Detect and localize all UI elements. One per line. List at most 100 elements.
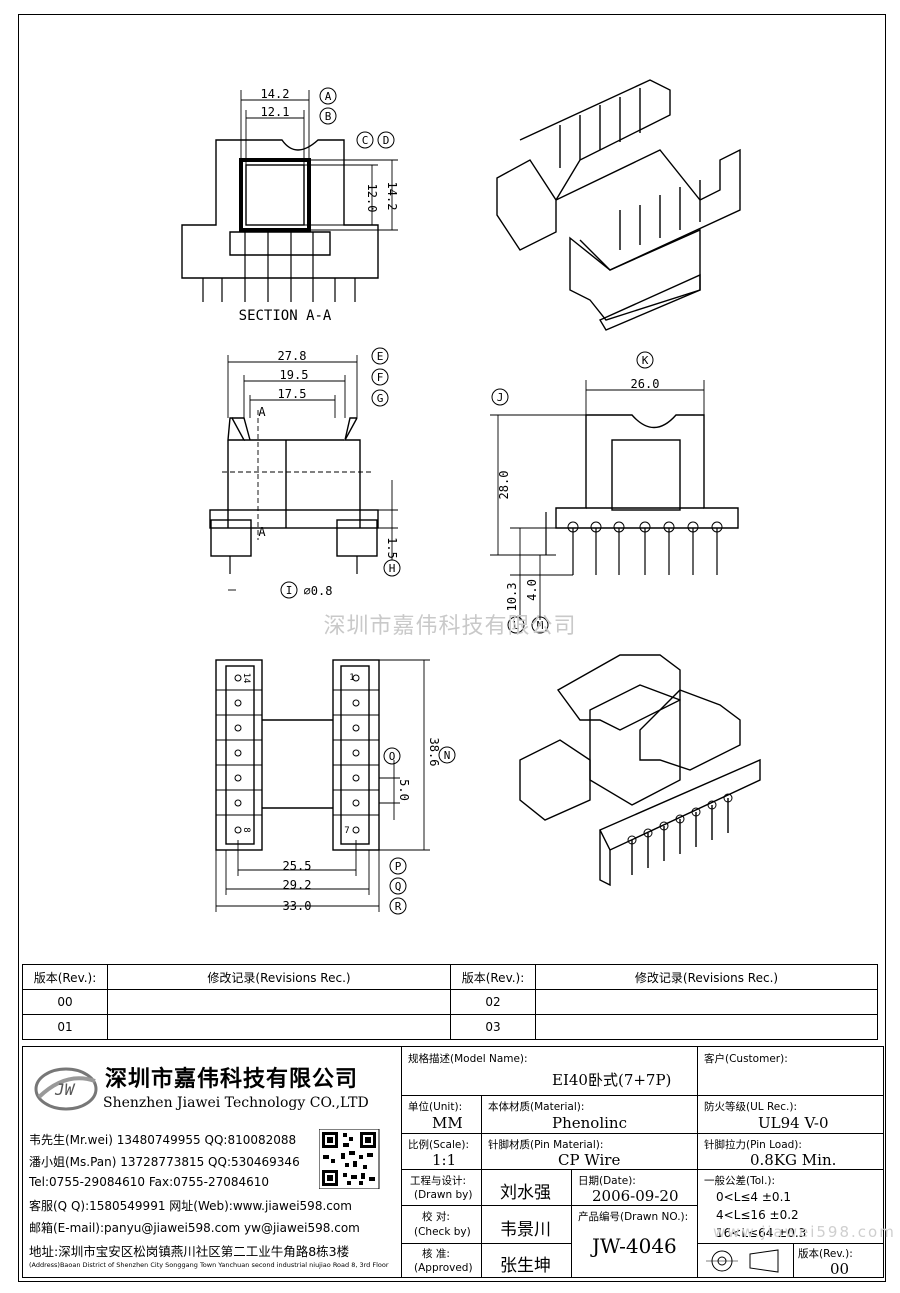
drawn-by-cell: 刘水强 — [481, 1169, 571, 1205]
drawn-no-label: 产品编号(Drawn NO.): — [578, 1211, 689, 1223]
date-value: 2006-09-20 — [592, 1187, 679, 1205]
approved-value: 张生坤 — [500, 1256, 551, 1276]
callout-g: G — [377, 392, 384, 405]
rec-cell — [107, 989, 451, 1015]
tolerance-row-2: 4<L≤16 ±0.2 — [716, 1208, 799, 1222]
tolerance-label: 一般公差(Tol.): — [704, 1175, 776, 1187]
bottom-view — [215, 659, 430, 912]
unit-label: 单位(Unit): — [408, 1101, 463, 1113]
contact-email: 邮箱(E-mail):panyu@jiawei598.com yw@jiawei… — [29, 1221, 360, 1235]
pin-material-label: 针脚材质(Pin Material): — [488, 1139, 604, 1151]
revision-table: 版本(Rev.): 修改记录(Revisions Rec.) 版本(Rev.):… — [22, 964, 878, 1040]
drawing-frame — [18, 14, 886, 1282]
address-en: (Address)Baoan District of Shenzhen City… — [29, 1261, 389, 1269]
rec-header-2: 修改记录(Revisions Rec.) — [535, 964, 878, 990]
dim-5-0: 5.0 — [397, 779, 411, 801]
cut-label-bottom: A — [258, 525, 266, 539]
callout-e: E — [377, 350, 384, 363]
drawn-no-value: JW-4046 — [592, 1234, 677, 1258]
dim-0-8: ⌀0.8 — [304, 584, 333, 598]
dim-25-5: 25.5 — [283, 859, 312, 873]
dim-38-6: 38.6 — [427, 738, 441, 767]
check-by-label: (Check by) — [414, 1226, 471, 1238]
drawn-by-label: (Drawn by) — [414, 1189, 473, 1201]
dim-1-5: 1.5 — [385, 537, 399, 559]
version-value: 00 — [830, 1260, 850, 1278]
pin-label-8: 8 — [241, 827, 251, 832]
pin-material-value: CP Wire — [558, 1151, 621, 1169]
model-label: 规格描述(Model Name): — [408, 1053, 528, 1065]
approved-by-cell: 张生坤 — [481, 1243, 571, 1277]
material-label: 本体材质(Material): — [488, 1101, 585, 1113]
unit-value: MM — [432, 1114, 463, 1132]
tolerance-row-3: 16<L≤64 ±0.3 — [716, 1226, 807, 1240]
qr-code-icon — [319, 1129, 380, 1189]
check-by-cell: 韦景川 — [481, 1205, 571, 1243]
ul-value: UL94 V-0 — [758, 1114, 829, 1132]
callout-n: N — [444, 749, 451, 762]
approved-label: (Approved) — [414, 1262, 473, 1274]
dim-12-1: 12.1 — [261, 105, 290, 119]
date-label: 日期(Date): — [578, 1175, 636, 1187]
site-watermark: www.jiawei598.com — [713, 1223, 896, 1241]
callout-h: H — [389, 562, 396, 575]
dimension-labels: 14.2 12.1 12.0 14.2 SECTION A-A 27.8 19.… — [239, 87, 660, 913]
dim-28-0: 28.0 — [497, 471, 511, 500]
unit-cell: 单位(Unit): MM — [401, 1095, 481, 1133]
iso-view-top — [496, 79, 741, 331]
rec-cell — [535, 1014, 878, 1040]
check-by-value: 韦景川 — [500, 1220, 551, 1240]
contact-wei: 韦先生(Mr.wei) 13480749955 QQ:810082088 — [29, 1133, 297, 1147]
table-row: 01 03 — [22, 1014, 878, 1040]
model-value: EI40卧式(7+7P) — [552, 1071, 672, 1089]
approve-label: 核 准: — [422, 1248, 450, 1260]
dim-4-0: 4.0 — [525, 579, 539, 601]
pin-load-cell: 针脚拉力(Pin Load): 0.8KG Min. — [697, 1133, 883, 1169]
callout-q: Q — [395, 880, 402, 893]
side-view — [490, 380, 739, 620]
rev-cell: 01 — [22, 1014, 108, 1040]
tolerance-cell: 一般公差(Tol.): 0<L≤4 ±0.1 4<L≤16 ±0.2 16<L≤… — [697, 1169, 883, 1243]
callout-p: P — [395, 860, 402, 873]
material-value: Phenolinc — [552, 1114, 627, 1132]
pin-load-value: 0.8KG Min. — [750, 1151, 837, 1169]
dim-14-2-side: 14.2 — [385, 182, 399, 211]
cut-label-top: A — [258, 405, 266, 419]
callout-b: B — [325, 110, 332, 123]
drawn-no-cell: 产品编号(Drawn NO.): JW-4046 — [571, 1205, 697, 1277]
company-name-cn: 深圳市嘉伟科技有限公司 — [105, 1067, 359, 1092]
drawn-by-value: 刘水强 — [500, 1183, 551, 1203]
dim-33-0: 33.0 — [283, 899, 312, 913]
callout-j: J — [497, 391, 504, 404]
check-cell: 校 对: (Check by) — [401, 1205, 481, 1243]
rev-cell: 02 — [450, 989, 536, 1015]
version-label: 版本(Rev.): — [798, 1248, 853, 1260]
projection-symbol-icon — [706, 1249, 779, 1273]
material-cell: 本体材质(Material): Phenolinc — [481, 1095, 697, 1133]
callout-o: O — [389, 750, 396, 763]
contact-tel: Tel:0755-29084610 Fax:0755-27084610 — [29, 1175, 270, 1189]
iso-view-bottom — [519, 654, 761, 887]
rev-cell: 00 — [22, 989, 108, 1015]
rec-cell — [535, 989, 878, 1015]
dim-27-8: 27.8 — [278, 349, 307, 363]
callout-k: K — [642, 354, 649, 367]
table-row: 00 02 — [22, 989, 878, 1015]
check-label: 校 对: — [422, 1211, 450, 1223]
pin-label-14: 14 — [241, 673, 251, 684]
rev-header: 版本(Rev.): — [22, 964, 108, 990]
callout-l: L — [513, 619, 520, 632]
dim-10-3: 10.3 — [505, 583, 519, 612]
scale-cell: 比例(Scale): 1:1 — [401, 1133, 481, 1169]
company-name-en: Shenzhen Jiawei Technology CO.,LTD — [103, 1095, 369, 1111]
callout-d: D — [383, 134, 390, 147]
company-logo: JW — [34, 1067, 98, 1111]
model-cell: 规格描述(Model Name): EI40卧式(7+7P) — [401, 1047, 697, 1095]
rev-header-2: 版本(Rev.): — [450, 964, 536, 990]
design-label: 工程与设计: — [410, 1175, 467, 1187]
front-view — [209, 355, 398, 591]
section-label: SECTION A-A — [239, 308, 332, 324]
callout-c: C — [362, 134, 369, 147]
title-block: JW 深圳市嘉伟科技有限公司 Shenzhen Jiawei Technolog… — [22, 1046, 894, 1278]
